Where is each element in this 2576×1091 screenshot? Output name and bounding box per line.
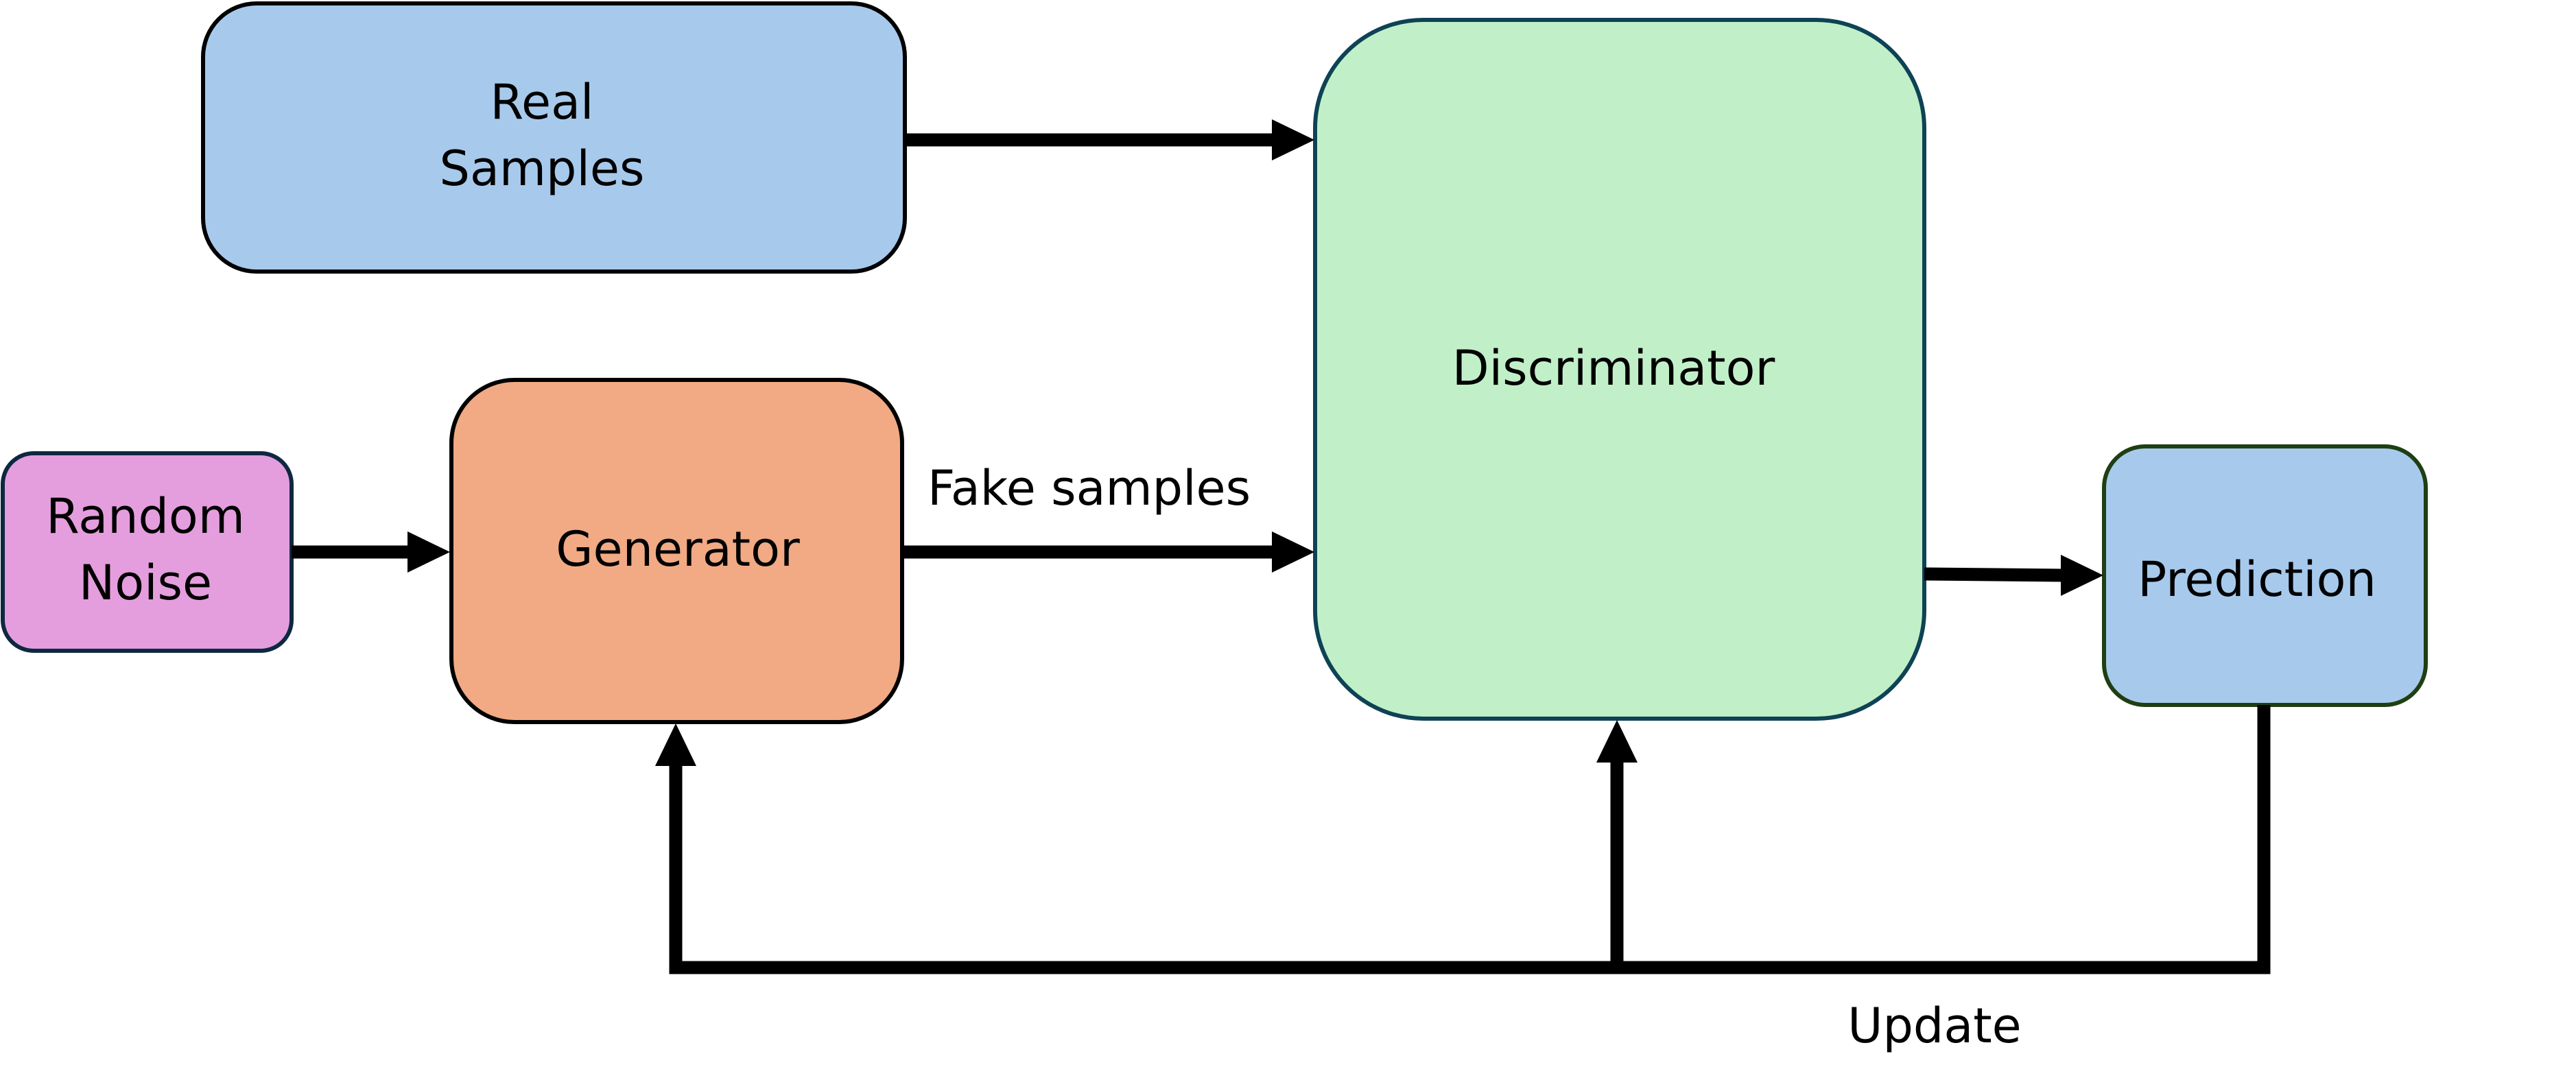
arrowhead-icon bbox=[407, 531, 450, 573]
random-noise-node: Random Noise bbox=[1, 451, 294, 653]
random-noise-label-line1: Random bbox=[46, 488, 245, 544]
edge-generator-to-discriminator: Fake samples bbox=[902, 460, 1314, 573]
generator-node: Generator bbox=[449, 378, 904, 724]
update-label: Update bbox=[1847, 998, 2022, 1054]
edge-update-to-generator-line bbox=[669, 705, 2271, 974]
random-noise-box bbox=[1, 451, 294, 653]
prediction-node: Prediction bbox=[2102, 444, 2428, 707]
fake-samples-label: Fake samples bbox=[927, 460, 1251, 516]
discriminator-label: Discriminator bbox=[1452, 340, 1775, 396]
edge-real-samples-to-discriminator bbox=[905, 119, 1314, 160]
edge-discriminator-prediction-line bbox=[1924, 567, 2063, 582]
arrowhead-icon bbox=[1596, 720, 1638, 763]
arrowhead-icon bbox=[2061, 555, 2103, 596]
real-samples-node: Real Samples bbox=[201, 1, 907, 274]
real-samples-label-line2: Samples bbox=[440, 141, 645, 197]
arrowhead-icon bbox=[1272, 531, 1314, 573]
prediction-label: Prediction bbox=[2138, 551, 2376, 608]
arrowhead-icon bbox=[1272, 119, 1314, 160]
generator-label: Generator bbox=[556, 521, 800, 577]
edge-update-feedback: Update bbox=[655, 705, 2271, 1054]
discriminator-box bbox=[1313, 18, 1926, 721]
edge-discriminator-to-prediction bbox=[1924, 555, 2103, 596]
arrowhead-icon bbox=[655, 723, 696, 766]
random-noise-label-line2: Noise bbox=[79, 555, 212, 611]
discriminator-node: Discriminator bbox=[1313, 18, 1926, 721]
real-samples-box bbox=[201, 1, 907, 274]
real-samples-label-line1: Real bbox=[491, 74, 594, 130]
edge-random-noise-to-generator bbox=[292, 531, 450, 573]
